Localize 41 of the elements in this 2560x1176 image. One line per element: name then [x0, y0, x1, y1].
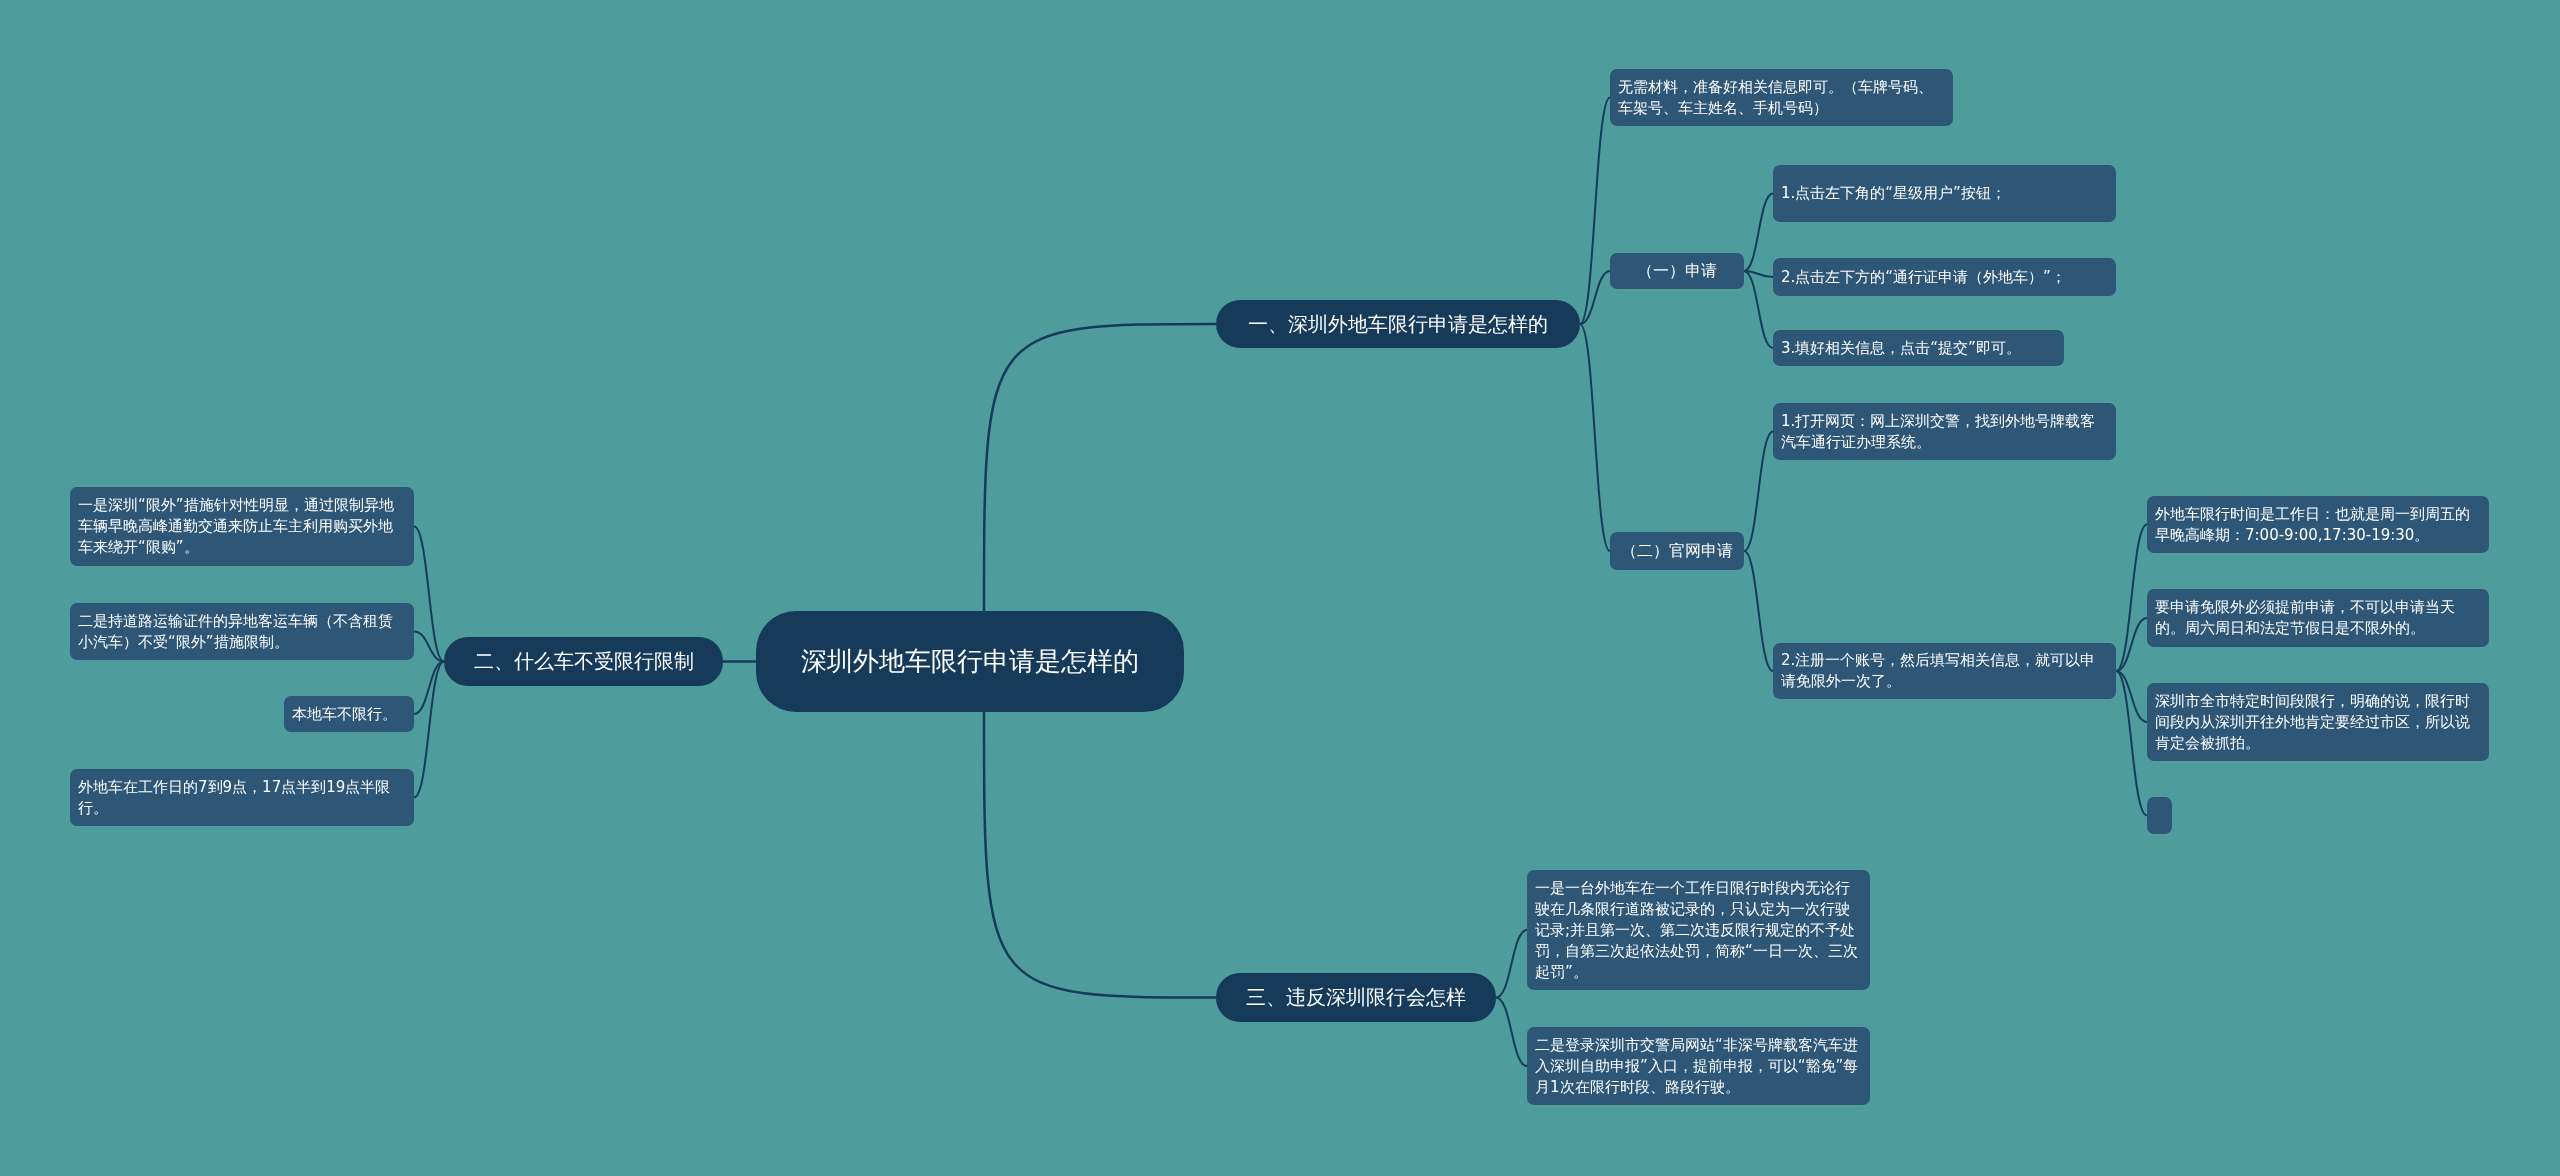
- connector-line: [1579, 96, 1611, 325]
- note-box: 一是一台外地车在一个工作日限行时段内无论行驶在几条限行道路被记录的，只认定为一次行驶记录;并且第一次、第二次违反限行规定的不予处罚，自第三次起依法处罚，简称“一日一次、三次起罚”。: [1527, 870, 1870, 990]
- note-box: 要申请免限外必须提前申请，不可以申请当天的。周六周日和法定节假日是不限外的。: [2147, 589, 2489, 647]
- note-box: 2.点击左下方的“通行证申请（外地车）”；: [1773, 258, 2116, 296]
- connector-line: [2115, 523, 2148, 672]
- connector-line: [1495, 996, 1528, 1067]
- note-box: 无需材料，准备好相关信息即可。（车牌号码、车架号、车主姓名、手机号码）: [1610, 69, 1953, 126]
- note-box: 本地车不限行。: [284, 696, 414, 732]
- connector-line: [1743, 430, 1774, 552]
- note-box: 二是登录深圳市交警局网站“非深号牌载客汽车进入深圳自助申报”入口，提前申报，可以“豁免”每月1次在限行时段、路段行驶。: [1527, 1027, 1870, 1105]
- subtopic-box: （二）官网申请: [1610, 532, 1744, 570]
- connector-line: [1743, 550, 1774, 672]
- connector-line: [2115, 670, 2148, 817]
- connector-line: [413, 525, 445, 663]
- connector-line: [2115, 670, 2148, 723]
- subtopic-box: （一）申请: [1610, 253, 1744, 289]
- note-box: 一是深圳“限外”措施针对性明显，通过限制异地车辆早晚高峰通勤交通来防止车主利用购买外地车来绕开“限购”。: [70, 487, 414, 566]
- note-box: 1.打开网页：网上深圳交警，找到外地号牌载客汽车通行证办理系统。: [1773, 403, 2116, 460]
- branch-topic: 三、违反深圳限行会怎样: [1216, 973, 1496, 1022]
- note-box: 2.注册一个账号，然后填写相关信息，就可以申请免限外一次了。: [1773, 643, 2116, 699]
- connector-line: [1579, 270, 1611, 325]
- note-box: 二是持道路运输证件的异地客运车辆（不含租赁小汽车）不受“限外”措施限制。: [70, 603, 414, 660]
- note-box: 1.点击左下角的“星级用户”按钮；: [1773, 165, 2116, 222]
- branch-topic: 一、深圳外地车限行申请是怎样的: [1216, 300, 1580, 348]
- connector-line: [413, 660, 445, 799]
- note-box: 3.填好相关信息，点击“提交”即可。: [1773, 330, 2064, 366]
- central-topic: 深圳外地车限行申请是怎样的: [756, 611, 1184, 712]
- note-box: 外地车在工作日的7到9点，17点半到19点半限行。: [70, 769, 414, 826]
- note-box: 外地车限行时间是工作日：也就是周一到周五的早晚高峰期：7:00-9:00,17:30-19:30。: [2147, 496, 2489, 553]
- connector-line: [982, 712, 1216, 999]
- connector-line: [1495, 929, 1528, 999]
- branch-topic: 二、什么车不受限行限制: [444, 637, 723, 686]
- note-box: 深圳市全市特定时间段限行，明确的说，限行时间段内从深圳开往外地肯定要经过市区，所以说肯定会被抓拍。: [2147, 683, 2489, 761]
- connector-line: [1743, 270, 1774, 349]
- empty-box: [2147, 797, 2172, 834]
- connector-line: [2115, 617, 2148, 672]
- connector-line: [1743, 192, 1774, 272]
- connector-line: [1579, 323, 1611, 552]
- connector-line: [982, 322, 1216, 611]
- connector-line: [1743, 270, 1774, 278]
- connector-line: [723, 660, 756, 663]
